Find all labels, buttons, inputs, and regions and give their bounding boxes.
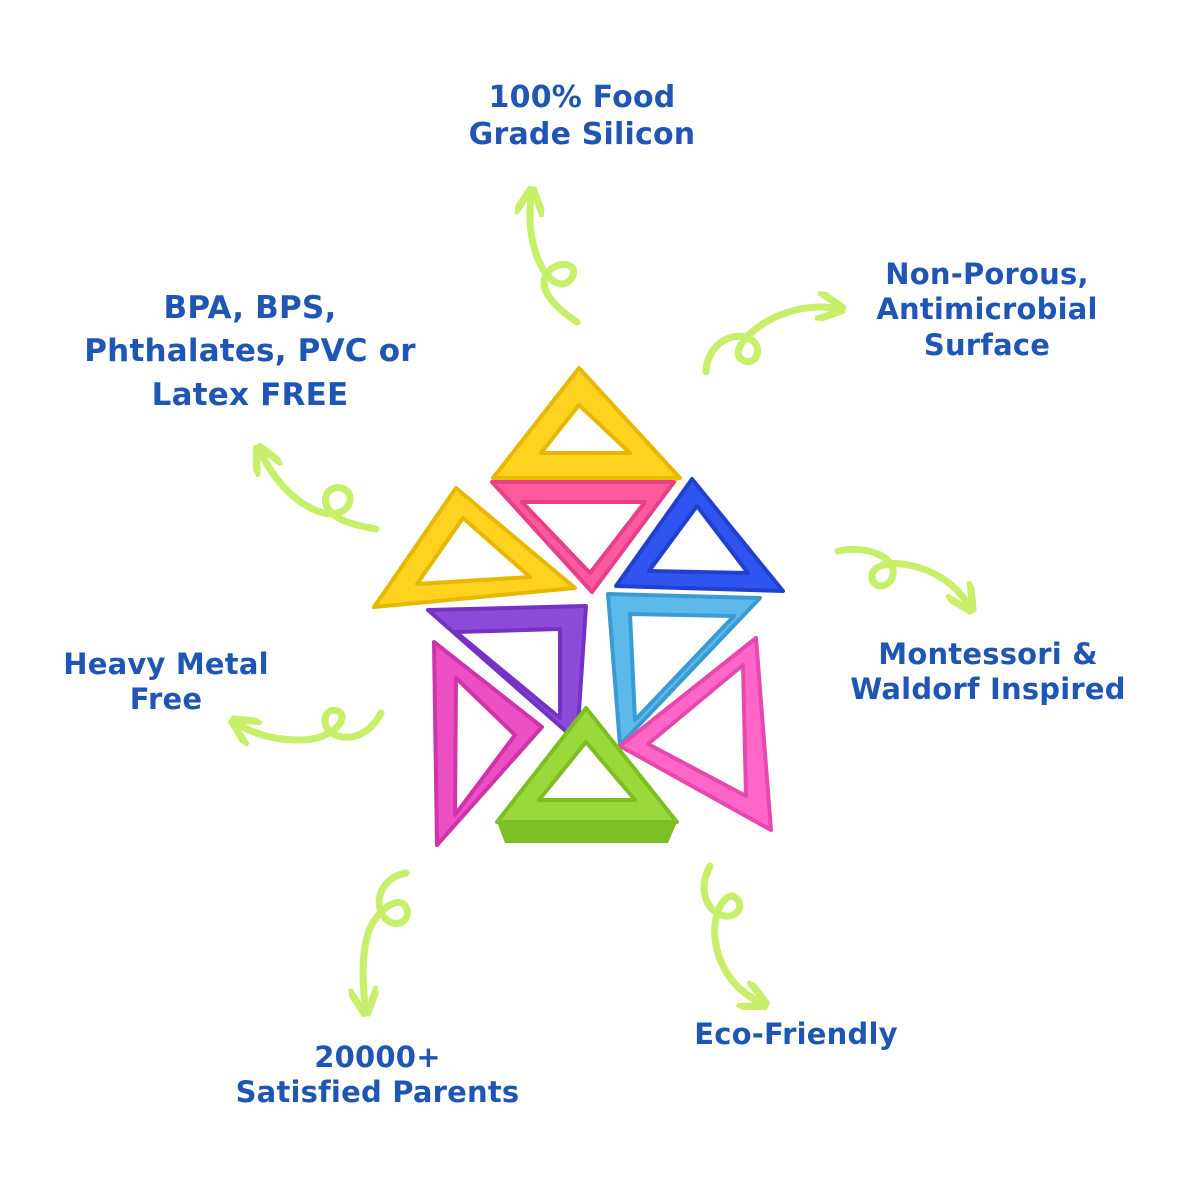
curly-arrow-icon: [262, 455, 380, 533]
curly-arrow-icon: [530, 198, 581, 326]
feature-bpa-free-line-1: BPA, BPS,: [163, 290, 337, 326]
feature-food-grade-line-1: 100% Food: [488, 80, 676, 115]
feature-food-grade: 100% Food Grade Silicon: [442, 80, 722, 153]
feature-heavy-metal-line-1: Heavy Metal: [63, 647, 269, 681]
curly-arrow-icon: [700, 862, 758, 1001]
feature-bpa-free: BPA, BPS, Phthalates, PVC or Latex FREE: [60, 287, 440, 417]
yellow-triangle-left: [372, 486, 577, 609]
feature-food-grade-line-2: Grade Silicon: [468, 116, 696, 152]
feature-parents-line-1: 20000+: [314, 1040, 441, 1074]
feature-parents: 20000+ Satisfied Parents: [220, 1040, 535, 1111]
purple-triangle: [426, 604, 588, 743]
curly-arrow-icon: [702, 307, 834, 376]
feature-montessori-line-1: Montessori &: [878, 637, 1098, 671]
feature-non-porous-line-2: Antimicrobial: [876, 292, 1098, 327]
feature-montessori-line-2: Waldorf Inspired: [850, 672, 1126, 707]
sky-blue-triangle: [606, 592, 762, 747]
curly-arrow-icon: [363, 869, 411, 1005]
feature-parents-line-2: Satisfied Parents: [235, 1075, 520, 1110]
curly-arrow-icon: [834, 546, 967, 603]
feature-eco-line-1: Eco-Friendly: [694, 1017, 898, 1051]
blue-triangle: [614, 477, 785, 593]
feature-eco: Eco-Friendly: [676, 1017, 916, 1052]
pink-triangle: [490, 480, 676, 594]
magenta-triangle-left: [432, 640, 544, 847]
feature-non-porous-line-3: Surface: [923, 327, 1051, 362]
feature-bpa-free-line-2: Phthalates, PVC or: [84, 333, 416, 370]
feature-non-porous-line-1: Non-Porous,: [885, 257, 1089, 291]
pink-triangle-right: [618, 636, 773, 832]
feature-heavy-metal: Heavy Metal Free: [46, 647, 286, 718]
feature-montessori: Montessori & Waldorf Inspired: [838, 637, 1138, 708]
yellow-triangle: [491, 366, 682, 480]
feature-heavy-metal-line-2: Free: [129, 682, 203, 717]
feature-non-porous: Non-Porous, Antimicrobial Surface: [862, 257, 1112, 363]
green-triangle: [495, 706, 679, 824]
product-image: [372, 366, 785, 847]
feature-bpa-free-line-3: Latex FREE: [151, 376, 349, 413]
